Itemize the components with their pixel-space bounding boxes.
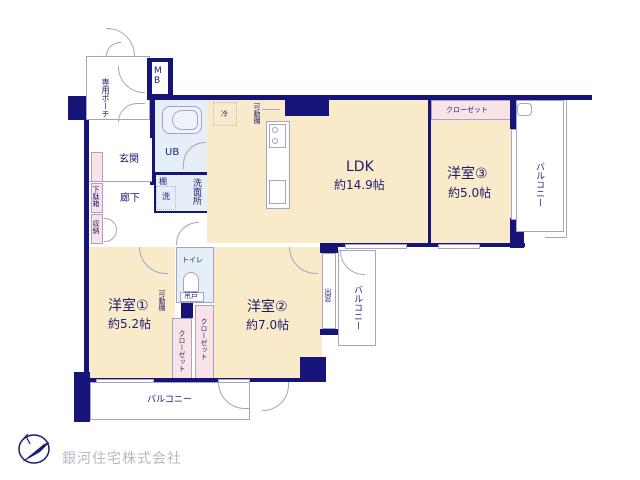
wall-washroom: [152, 172, 234, 175]
toilet-cabinet: [180, 292, 204, 302]
balcony-right-rail: [545, 100, 567, 238]
balcony-mid-label: バルコニー: [352, 285, 362, 330]
kitchen-movable-shelf-label: 可動棚: [253, 103, 261, 124]
ldk: [207, 100, 430, 243]
storage-door[interactable]: [104, 218, 117, 242]
wall-bay-window-bottom: [320, 329, 338, 335]
mb-label: MB: [154, 66, 162, 86]
compass-crane-logo-icon: [16, 430, 52, 466]
kitchen-shelf-line: [262, 109, 280, 110]
wall-toilet-bottom: [181, 303, 193, 318]
toilet-label: トイレ: [182, 256, 203, 264]
wall-left-bottom: [74, 372, 90, 422]
balcony-right-label: バルコニー: [534, 162, 544, 207]
storage-label: 収納: [92, 220, 100, 234]
ldk-window-bottom: [345, 244, 407, 249]
porch-label: 専用ポーチ: [101, 78, 110, 118]
toilet-bowl-icon: [183, 272, 199, 292]
wall-room3-right: [510, 95, 516, 129]
wall-bay-window: [320, 247, 338, 253]
room2-name: 洋室②: [247, 299, 288, 315]
washer-space: [156, 186, 176, 210]
wall-left-block-top: [68, 96, 86, 120]
closet-room2-label: クローゼット: [200, 318, 208, 360]
balcony-right: [516, 100, 564, 232]
room2-balcony-door[interactable]: [262, 382, 289, 411]
wall-bottom: [89, 378, 326, 382]
burner-1: [272, 127, 278, 133]
room2-size: 約7.0帖: [246, 318, 290, 332]
closet-room1-label: クローゼット: [178, 330, 186, 372]
room3-size: 約5.0帖: [448, 186, 492, 200]
bay-window-label: 出窓: [324, 288, 332, 302]
wall-room2-corner: [300, 357, 326, 382]
bay-window: [322, 253, 336, 329]
entrance-step: [89, 181, 152, 182]
ldk-size: 約14.9帖: [334, 178, 385, 192]
outdoor-sink-icon: [517, 103, 532, 116]
wall-ldk-bottom: [320, 243, 525, 247]
entrance-label: 玄関: [119, 154, 139, 165]
fridge-space: [213, 102, 237, 126]
room1-size: 約5.2帖: [108, 317, 152, 331]
company-name: 銀河住宅株式会社: [62, 451, 182, 467]
washer-label: 洗: [162, 192, 170, 201]
wall-top-main: [150, 95, 592, 100]
bathtub-inner: [172, 110, 198, 130]
room3-window-bottom: [438, 244, 480, 249]
fridge-label: 冷: [221, 110, 228, 118]
shoe-box-label: 下駄箱: [92, 186, 100, 207]
wall-ub-left: [150, 95, 155, 185]
room3-name: 洋室③: [447, 166, 488, 182]
washroom-label: 洗面所: [191, 178, 201, 205]
western-room-3: [431, 100, 512, 246]
burner-2: [272, 138, 278, 144]
storage: [91, 214, 103, 244]
wall-ldk-room3: [428, 100, 431, 246]
ldk-name: LDK: [346, 159, 374, 175]
room1-movable-shelf-label: 可動棚: [158, 290, 166, 311]
room1-name: 洋室①: [108, 298, 149, 314]
wall-left-main: [84, 120, 89, 378]
balcony-bottom-label: バルコニー: [147, 395, 192, 405]
ub-label: UB: [165, 147, 180, 158]
porch-gate-small[interactable]: [106, 42, 121, 57]
shelf-label: 棚: [159, 177, 167, 186]
wall-top-block-2: [285, 95, 329, 116]
toilet-cabinet-label: 吊戸: [184, 292, 198, 300]
hall-door[interactable]: [176, 222, 199, 245]
meter-box: [152, 62, 168, 94]
hallway-label: 廊下: [120, 193, 140, 204]
shoe-box-upper: [91, 152, 103, 182]
sink-icon: [269, 180, 286, 204]
shoe-box: [91, 183, 103, 213]
closet-room3-label: クローゼット: [446, 106, 488, 114]
